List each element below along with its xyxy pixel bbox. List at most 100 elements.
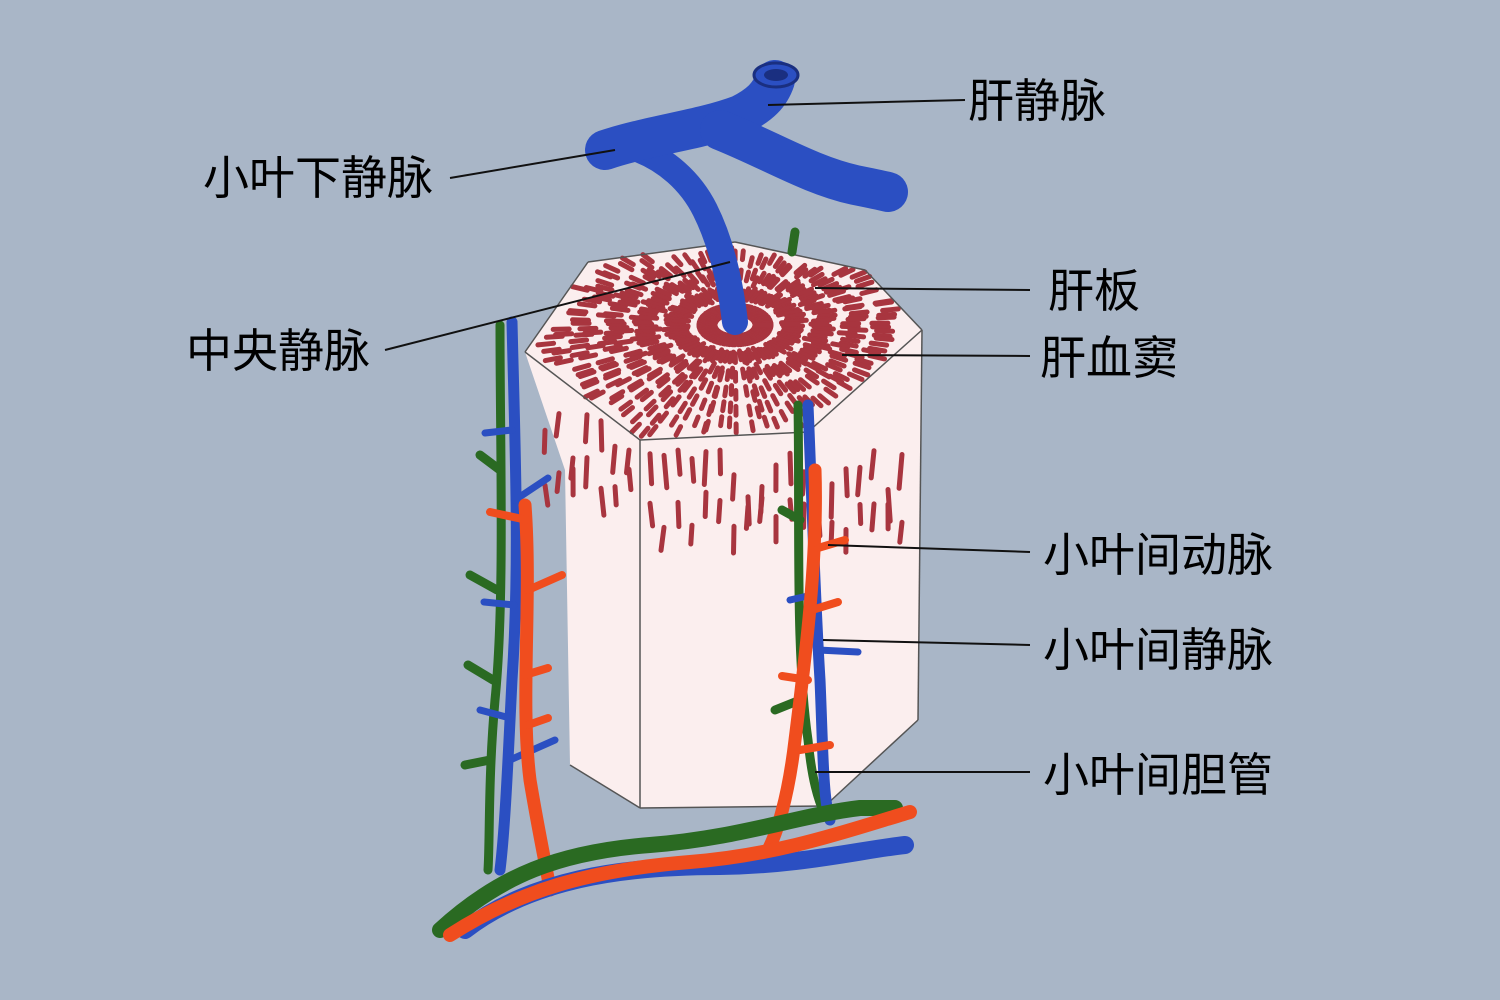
label-sublobular-vein: 小叶下静脉 <box>203 151 433 205</box>
vein-branch-2 <box>511 474 552 504</box>
hepatic-plate-strand <box>808 265 824 278</box>
central-vein <box>627 137 748 335</box>
hepatic-plate-strand <box>754 405 762 420</box>
hepatic-plate-strand <box>670 394 682 408</box>
hepatic-plate-strand <box>706 403 714 417</box>
hepatic-plate-strand <box>731 523 737 556</box>
hepatic-plate-strand <box>595 283 615 293</box>
hepatic-plate-strand <box>756 398 765 413</box>
hepatic-plate-strand <box>776 281 791 294</box>
label-hepatic-vein: 肝静脉 <box>968 74 1106 128</box>
hepatic-plate-strand <box>605 377 623 389</box>
hepatic-plate-strand <box>773 305 793 315</box>
bottom-trunks <box>432 800 917 942</box>
hepatic-plate-strand <box>677 379 690 393</box>
bile-duct-branch-3 <box>463 660 498 685</box>
hepatic-plate-strand <box>831 265 849 277</box>
hepatic-plate-strand <box>764 363 776 377</box>
hepatic-plate-strand <box>660 389 674 403</box>
hepatic-plate-strand <box>789 283 806 295</box>
hepatic-plate-strand <box>609 305 631 313</box>
hepatic-plate-strand <box>656 353 674 364</box>
hepatic-plate-strand <box>701 292 715 306</box>
hepatic-plate-strand <box>665 262 679 275</box>
hepatic-plate-strand <box>803 344 822 355</box>
vein-branch-4 <box>476 706 514 722</box>
hepatic-plate-strand <box>580 376 598 387</box>
hepatic-plate-strand <box>672 372 685 385</box>
hepatic-plate-strand <box>702 350 715 364</box>
hepatic-plate-strand <box>628 274 646 286</box>
hepatic-plate-strand <box>787 379 801 393</box>
hepatic-plate-strand <box>840 336 861 344</box>
hepatic-plate-strand <box>686 358 700 371</box>
hepatic-plate-strand <box>657 410 669 424</box>
hepatic-plate-strand <box>583 455 590 490</box>
hepatic-plate-strand <box>589 389 606 401</box>
artery-right-branch-1 <box>814 536 849 552</box>
hepatic-plate-strand <box>876 311 898 318</box>
hepatic-plate-strand <box>846 371 865 382</box>
hepatic-plate-strand <box>825 362 843 373</box>
hepatic-plate-strand <box>751 383 760 397</box>
hepatic-plate-strand <box>647 305 668 314</box>
hepatic-plate-strand <box>816 307 838 316</box>
lobule-edge <box>807 329 923 433</box>
hepatic-plate-strand <box>609 389 626 401</box>
hepatic-plate-strand <box>855 464 863 498</box>
hepatic-plate-strand <box>838 267 856 278</box>
hepatic-plate-strand <box>828 358 847 369</box>
hepatic-plate-strand <box>677 400 688 415</box>
hepatic-plate-strand <box>810 302 831 311</box>
leader-interlobular-artery <box>827 544 1031 553</box>
hepatic-plate-strand <box>615 376 632 388</box>
hepatic-plate-strand <box>747 255 755 269</box>
hepatic-plate-strand <box>576 301 598 309</box>
hepatic-plate-strand <box>694 293 709 306</box>
hepatic-plate-strand <box>753 361 763 376</box>
hepatic-plate-strand <box>646 267 662 279</box>
hepatic-plate-strand <box>690 393 700 407</box>
lobule-edge <box>524 351 641 441</box>
hepatic-plate-strand <box>677 280 692 293</box>
hepatic-plate-strand <box>785 280 801 293</box>
hepatic-plate-strand <box>698 368 709 382</box>
hepatic-plate-strand <box>630 281 649 292</box>
hepatic-plate-strand <box>670 317 692 324</box>
label-interlobular-bile-duct: 小叶间胆管 <box>1043 748 1273 802</box>
label-central-vein: 中央静脉 <box>186 324 370 378</box>
hepatic-plate-strand <box>705 380 715 395</box>
artery-branch-1 <box>486 508 531 524</box>
hepatic-plate-strand <box>568 455 576 481</box>
hepatic-plate-strand <box>803 367 820 380</box>
hepatic-plate-strand <box>737 348 744 363</box>
hepatic-plate-strand <box>707 361 717 375</box>
hepatic-plate-strand <box>727 350 734 365</box>
hepatic-plate-strand <box>867 345 888 354</box>
hepatic-plate-strand <box>581 296 603 305</box>
hepatic-plate-strand <box>603 311 624 318</box>
hepatic-plate-strand <box>814 325 836 332</box>
artery-right-branch-3 <box>796 741 834 754</box>
hepatic-plate-strand <box>778 360 793 374</box>
hepatic-plate-strand <box>749 267 758 282</box>
hepatic-plate-strand <box>798 377 812 390</box>
hepatic-plates-radial <box>535 245 901 439</box>
lobule-edges <box>524 241 923 809</box>
hepatic-plate-strand <box>793 262 808 276</box>
hepatic-plate-strand <box>621 405 635 418</box>
hepatic-plate-strand <box>868 448 877 481</box>
hepatic-plate-strand <box>775 260 787 274</box>
hepatic-plate-strand <box>875 314 897 321</box>
hepatic-plate-strand <box>727 400 734 415</box>
hepatic-plate-strand <box>740 366 747 381</box>
hepatic-plate-strand <box>542 355 563 364</box>
artery-right-branch-4 <box>778 672 812 684</box>
hepatic-plate-strand <box>607 301 628 309</box>
hepatic-plate-strand <box>567 308 589 315</box>
lobule-edge <box>917 329 923 721</box>
hepatic-plate-strand <box>673 358 689 371</box>
hepatic-plate-strand <box>793 379 807 392</box>
hepatic-plate-strand <box>804 373 820 386</box>
hepatic-plate-strand <box>839 346 859 355</box>
